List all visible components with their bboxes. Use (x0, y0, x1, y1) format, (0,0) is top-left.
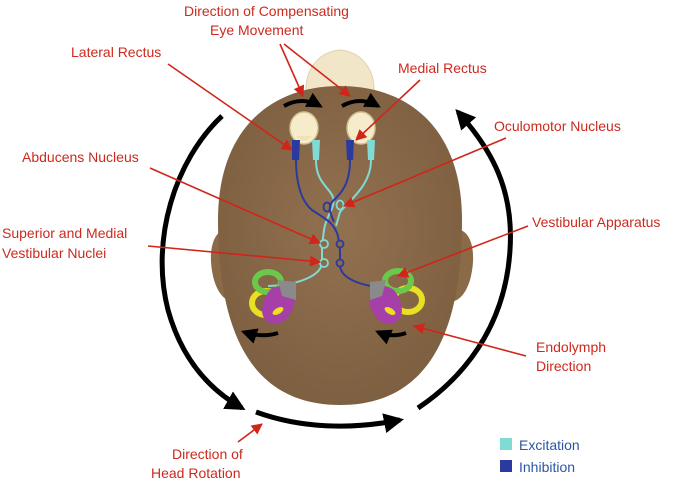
label-oculomotor-nucleus: Oculomotor Nucleus (494, 118, 621, 134)
left-lateral-rectus (292, 140, 300, 160)
right-endolymph-arrow (375, 329, 407, 345)
right-lateral-rectus (367, 140, 375, 160)
pointer-vestibular-nuclei (147, 245, 322, 267)
left-endolymph-arrow (240, 328, 279, 344)
pointer-vestibular-apparatus (396, 225, 529, 278)
label-head-rotation-line2: Head Rotation (151, 465, 241, 481)
label-abducens-nucleus: Abducens Nucleus (22, 149, 139, 165)
legend-excitation-swatch (500, 438, 512, 450)
label-endolymph-line1: Endolymph (536, 339, 606, 355)
rotation-arrow-left (159, 114, 246, 411)
left-eye-movement-arrow (283, 92, 323, 108)
pointer-abducens-nucleus (149, 167, 322, 245)
pointer-oculomotor-nucleus (342, 137, 507, 208)
label-vestibular-nuclei-line1: Superior and Medial (2, 225, 127, 241)
legend-inhibition-swatch (500, 460, 512, 472)
pointer-lateral-rectus (167, 63, 293, 151)
label-vestibular-nuclei-line2: Vestibular Nuclei (2, 245, 106, 261)
right-eye (346, 111, 376, 145)
label-head-rotation-line1: Direction of (172, 446, 243, 462)
pointer-head-rotation (237, 423, 263, 443)
label-medial-rectus: Medial Rectus (398, 60, 487, 76)
legend: Excitation Inhibition (500, 437, 580, 475)
right-medial-rectus (346, 140, 354, 160)
pointer-medial-rectus (355, 79, 421, 141)
label-vestibular-apparatus: Vestibular Apparatus (532, 214, 660, 230)
legend-inhibition-label: Inhibition (519, 459, 575, 475)
label-endolymph-line2: Direction (536, 358, 591, 374)
left-eye (289, 111, 319, 145)
right-vestibular-apparatus (369, 268, 425, 325)
left-vestibular-apparatus (249, 269, 296, 325)
pointer-compensating-right (283, 43, 351, 97)
rotation-arrow-bottom (255, 409, 404, 433)
label-compensating-line1: Direction of Compensating (184, 3, 349, 19)
label-lateral-rectus: Lateral Rectus (71, 44, 161, 60)
pointer-compensating-left (279, 43, 305, 98)
legend-excitation-label: Excitation (519, 437, 580, 453)
rotation-arrow-right (416, 109, 513, 411)
pointer-endolymph (412, 323, 527, 357)
left-medial-rectus (312, 140, 320, 160)
right-eye-movement-arrow (341, 92, 381, 108)
label-compensating-line2: Eye Movement (210, 22, 303, 38)
